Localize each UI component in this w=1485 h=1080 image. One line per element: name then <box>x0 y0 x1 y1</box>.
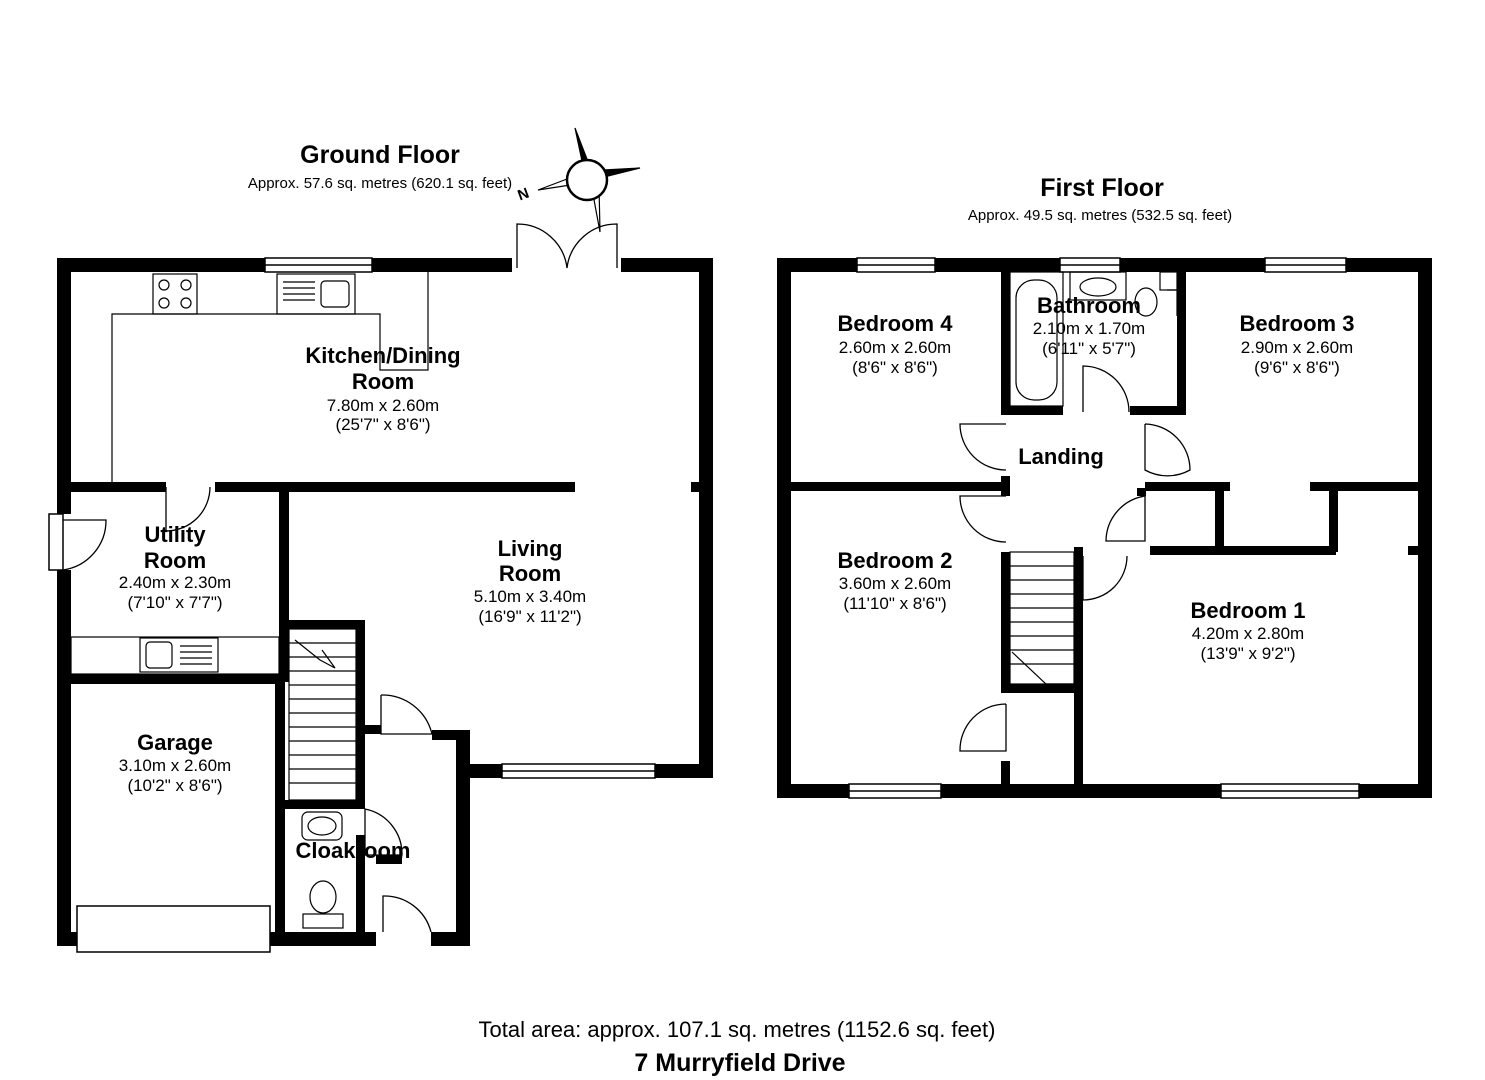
cloakroom-name: Cloakroom <box>295 838 411 863</box>
utility-imperial: (7'10" x 7'7") <box>127 593 223 612</box>
ground-floor-plan <box>48 223 713 953</box>
bedroom1-imperial: (13'9" x 9'2") <box>1200 644 1296 663</box>
bathroom-name: Bathroom <box>1037 293 1141 318</box>
landing-name: Landing <box>1018 444 1104 469</box>
first-floor-stairs <box>1009 551 1075 685</box>
kitchen-metric: 7.80m x 2.60m <box>326 396 440 415</box>
ground-floor-title: Ground Floor <box>300 141 460 169</box>
kitchen-imperial: (25'7" x 8'6") <box>335 415 431 434</box>
compass-icon <box>537 127 641 233</box>
kitchen-name-line1: Kitchen/Dining <box>305 343 461 368</box>
ground-floor-doors <box>62 223 618 933</box>
bedroom4-metric: 2.60m x 2.60m <box>838 338 952 357</box>
bedroom2-metric: 3.60m x 2.60m <box>838 574 952 593</box>
first-floor-title: First Floor <box>1040 174 1164 202</box>
first-floor-doors <box>959 365 1191 752</box>
bathroom-imperial: (6'11" x 5'7") <box>1042 339 1136 358</box>
ground-floor-walls <box>57 258 713 946</box>
ground-floor-stairs <box>288 628 357 801</box>
bedroom4-imperial: (8'6" x 8'6") <box>852 358 938 377</box>
first-floor-windows <box>848 257 1360 799</box>
bedroom3-imperial: (9'6" x 8'6") <box>1254 358 1340 377</box>
first-floor-plan <box>777 257 1432 799</box>
ground-floor-windows <box>48 257 656 953</box>
garage-imperial: (10'2" x 8'6") <box>127 776 223 795</box>
property-address: 7 Murryfield Drive <box>634 1049 846 1077</box>
garage-name: Garage <box>137 730 213 755</box>
first-floor-walls <box>777 258 1432 798</box>
bedroom3-metric: 2.90m x 2.60m <box>1240 338 1354 357</box>
bedroom1-name: Bedroom 1 <box>1190 598 1306 623</box>
bathroom-fittings <box>1009 271 1178 407</box>
ground-floor-area: Approx. 57.6 sq. metres (620.1 sq. feet) <box>247 175 513 192</box>
living-imperial: (16'9" x 11'2") <box>478 607 582 626</box>
bedroom3-name: Bedroom 3 <box>1239 311 1355 336</box>
living-name-line2: Room <box>498 561 562 586</box>
kitchen-fittings <box>70 272 429 675</box>
utility-name-line1: Utility <box>144 522 206 547</box>
total-area: Total area: approx. 107.1 sq. metres (11… <box>478 1017 996 1042</box>
kitchen-name-line2: Room <box>351 369 415 394</box>
bedroom2-name: Bedroom 2 <box>837 548 953 573</box>
cloakroom-fittings <box>301 811 344 929</box>
living-metric: 5.10m x 3.40m <box>473 587 587 606</box>
utility-name-line2: Room <box>143 548 207 573</box>
bedroom4-name: Bedroom 4 <box>837 311 953 336</box>
utility-metric: 2.40m x 2.30m <box>118 573 232 592</box>
garage-metric: 3.10m x 2.60m <box>118 756 232 775</box>
living-name-line1: Living <box>497 536 563 561</box>
first-floor-area: Approx. 49.5 sq. metres (532.5 sq. feet) <box>967 207 1233 224</box>
bedroom1-metric: 4.20m x 2.80m <box>1191 624 1305 643</box>
bathroom-metric: 2.10m x 1.70m <box>1032 319 1146 338</box>
bedroom2-imperial: (11'10" x 8'6") <box>843 594 947 613</box>
